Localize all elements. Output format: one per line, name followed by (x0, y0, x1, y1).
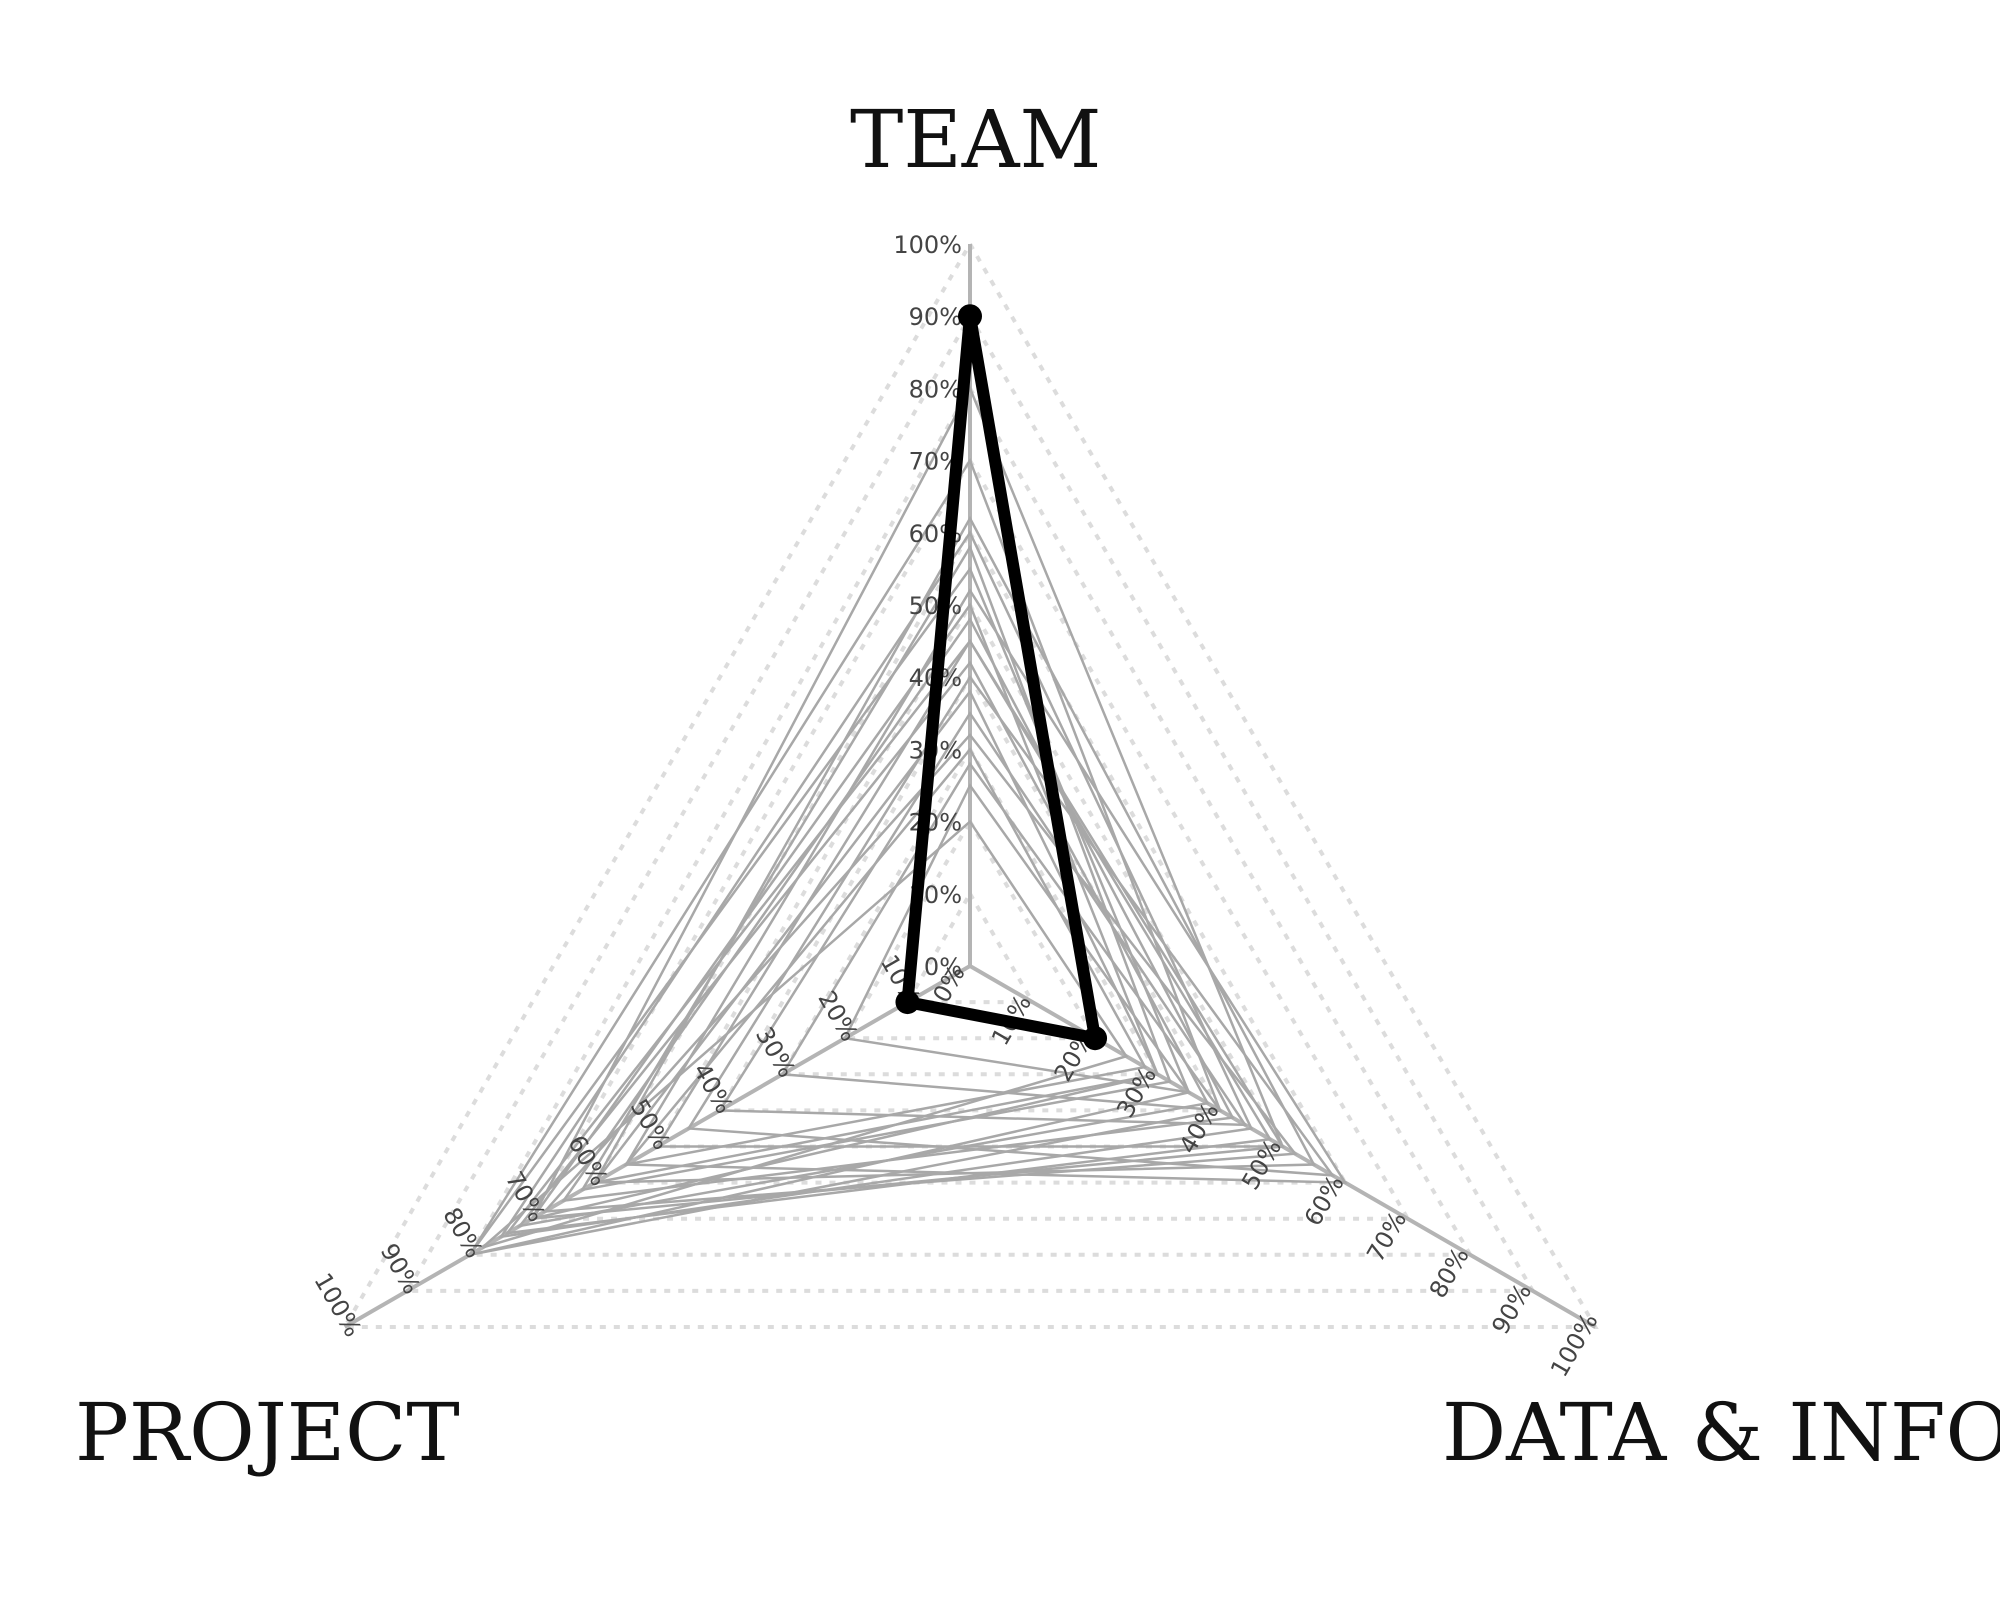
tick-label-project-100: 100% (308, 1268, 367, 1341)
series-polygon-19 (579, 544, 1172, 1192)
series-polygon-13 (717, 711, 1248, 1127)
series-polygon-2 (467, 457, 1222, 1257)
series-polygon-20 (504, 638, 1273, 1235)
tick-label-data-info-100: 100% (1545, 1308, 1604, 1381)
grid-ring-40 (716, 673, 1224, 1113)
grid-ring-30 (778, 745, 1162, 1077)
highlight-point-data-info (1083, 1026, 1108, 1051)
highlight-point-project (895, 990, 920, 1015)
tick-label-team-20: 20% (909, 809, 962, 837)
grid-ring-100 (341, 240, 1599, 1329)
grid-ring-70 (528, 456, 1412, 1221)
grid-ring-10 (904, 889, 1036, 1005)
series-polygon-18 (481, 819, 1129, 1249)
highlight-point-team (958, 304, 982, 329)
series-polygon-10 (516, 660, 1210, 1228)
grid-ring-60 (591, 528, 1349, 1185)
series-polygon-4 (498, 530, 1254, 1239)
tick-label-team-90: 90% (909, 303, 962, 331)
tick-label-team-0: 0% (924, 953, 962, 981)
grid-ring-50 (653, 600, 1287, 1149)
highlight-polygon (901, 310, 1102, 1045)
axis-title-team: TEAM (850, 93, 1102, 186)
grid-ring-80 (466, 384, 1474, 1257)
grid-ring-90 (403, 312, 1537, 1293)
series-polygon-5 (466, 566, 1191, 1257)
tick-label-team-100: 100% (893, 231, 962, 259)
series-polygon-11 (686, 674, 1336, 1177)
tick-label-team-50: 50% (909, 592, 962, 620)
axis-title-project: PROJECT (75, 1386, 460, 1479)
axis-title-data-info: DATA & INFO (1442, 1386, 2000, 1479)
tick-label-team-80: 80% (909, 375, 962, 403)
